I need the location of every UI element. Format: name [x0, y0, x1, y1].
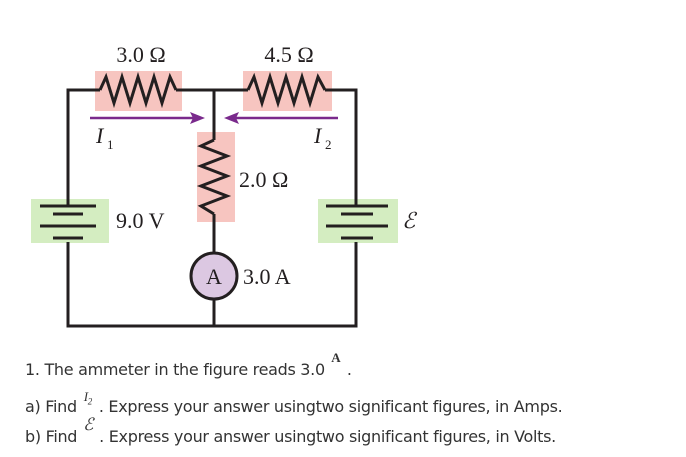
resistor-r1-label: 3.0 Ω	[116, 42, 165, 67]
part-a-prefix: a) Find	[25, 397, 77, 416]
wire-top-left	[66, 88, 100, 206]
i2-symbol: I2	[77, 389, 99, 407]
question-part-b: b) Find ℰ . Express your answer usingtwo s…	[25, 415, 556, 447]
battery2-symbol	[326, 204, 388, 240]
current-i2-label: I	[313, 123, 323, 148]
i2-symbol-subscript: 2	[87, 396, 93, 407]
question-part-a: a) FindI2. Express your answer usingtwo …	[25, 389, 563, 418]
resistor-r3-zigzag	[196, 138, 232, 216]
battery1-label: 9.0 V	[116, 208, 165, 233]
part-a-text: . Express your answer usingtwo significa…	[98, 397, 563, 416]
part-b-prefix: b) Find	[25, 427, 78, 446]
ammeter-symbol: A	[206, 264, 222, 289]
current-i1-subscript: 1	[107, 137, 114, 152]
question-intro: 1. The ammeter in the figure reads 3.0 A.	[25, 350, 352, 379]
resistor-r1-zigzag	[98, 71, 178, 109]
current-i2-subscript: 2	[325, 137, 332, 152]
resistor-r3-label: 2.0 Ω	[239, 167, 288, 192]
battery2-label: ℰ	[402, 208, 418, 233]
resistor-r2-zigzag	[246, 71, 327, 109]
question-intro-period: .	[346, 360, 352, 379]
unit-amps-symbol: A	[331, 350, 341, 365]
emf-symbol: ℰ	[83, 415, 94, 434]
wire-bottom	[66, 242, 358, 328]
current-i1-label: I	[95, 123, 105, 148]
resistor-r2-label: 4.5 Ω	[264, 42, 313, 67]
battery1-symbol	[40, 204, 96, 240]
ammeter	[189, 251, 239, 301]
ammeter-reading: 3.0 A	[243, 264, 291, 289]
part-b-text: . Express your answer usingtwo significa…	[99, 427, 556, 446]
question-intro-text: 1. The ammeter in the figure reads 3.0	[25, 360, 325, 379]
circuit-diagram: A 3.0 Ω 4.5 Ω 2.0 Ω 9.0 V ℰ 3.0 A I 1 I …	[31, 42, 418, 328]
i2-symbol-letter: I	[83, 389, 88, 404]
arrow-i1	[90, 112, 205, 124]
arrow-i2	[224, 112, 338, 124]
wire-top-right	[325, 88, 358, 206]
